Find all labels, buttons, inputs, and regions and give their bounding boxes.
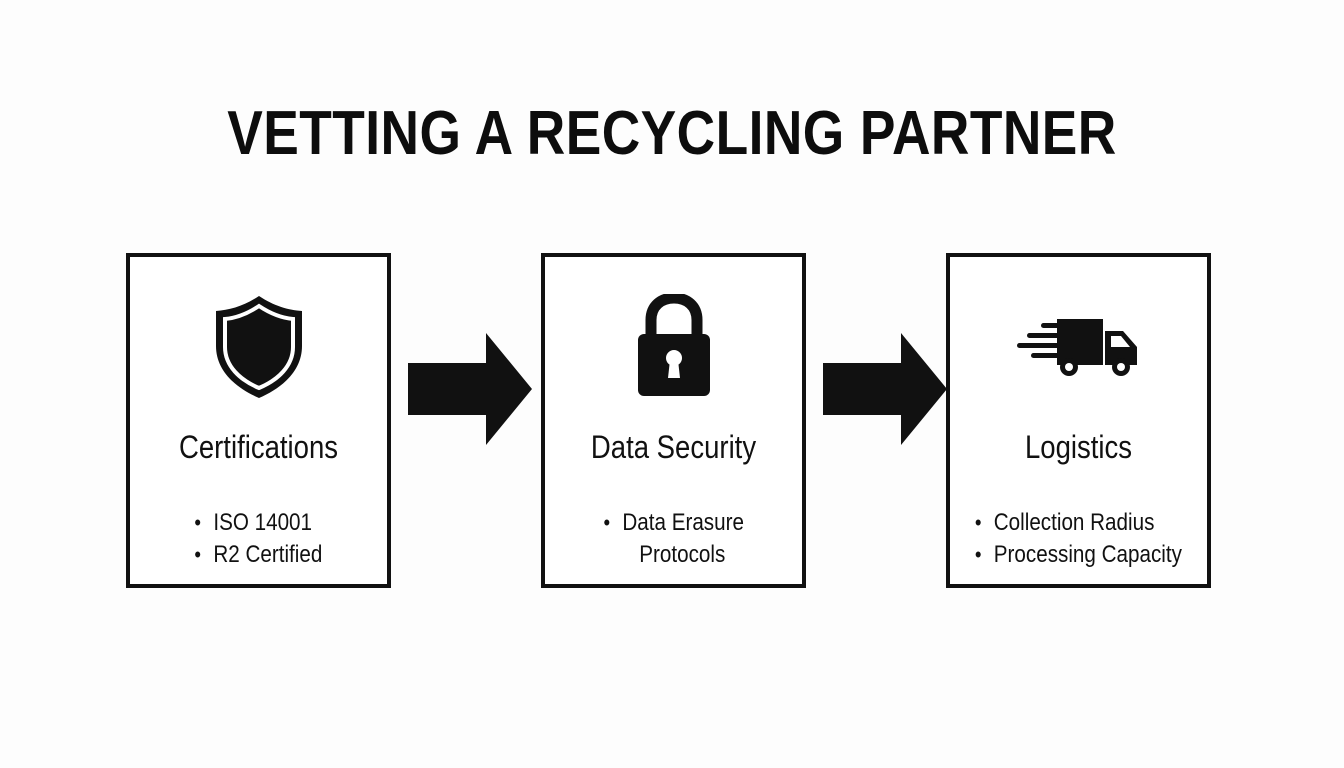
bullet-icon: • xyxy=(194,542,202,567)
step-title: Data Security xyxy=(590,429,757,465)
bullet-icon: • xyxy=(974,510,982,535)
page-title: VETTING A RECYCLING PARTNER xyxy=(227,99,1117,168)
step-title: Logistics xyxy=(1024,429,1133,465)
list-item: •ISO 14001 xyxy=(195,507,323,539)
shield-icon xyxy=(130,291,387,403)
truck-icon xyxy=(950,291,1207,403)
list-item: •Collection Radius xyxy=(975,507,1182,539)
step-list: •ISO 14001 •R2 Certified xyxy=(130,507,387,571)
bullet-icon: • xyxy=(974,542,982,567)
arrow-right-icon xyxy=(408,333,532,450)
step-list: •Collection Radius •Processing Capacity xyxy=(950,507,1207,571)
step-title: Certifications xyxy=(178,429,339,465)
arrow-right-icon xyxy=(823,333,947,450)
step-list: •Data Erasure Protocols xyxy=(545,507,802,571)
list-item: •Processing Capacity xyxy=(975,539,1182,571)
step-card-certifications: Certifications •ISO 14001 •R2 Certified xyxy=(126,253,391,588)
list-item: Protocols xyxy=(639,541,726,568)
list-item: •R2 Certified xyxy=(195,539,323,571)
bullet-icon: • xyxy=(194,510,202,535)
step-card-data-security: Data Security •Data Erasure Protocols xyxy=(541,253,806,588)
list-item: •Data Erasure xyxy=(603,507,744,539)
step-card-logistics: Logistics •Collection Radius •Processing… xyxy=(946,253,1211,588)
lock-icon xyxy=(545,291,802,403)
bullet-icon: • xyxy=(603,510,610,535)
